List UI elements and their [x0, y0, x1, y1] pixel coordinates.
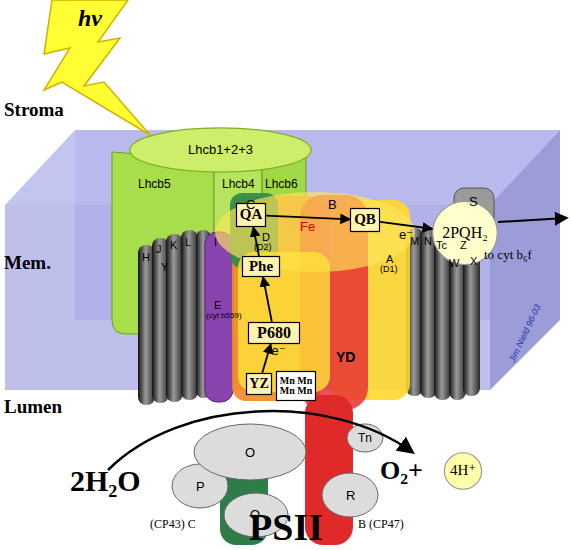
node-label: Mn Mn Mn Mn — [276, 376, 316, 397]
part-label: Lhcb6 — [265, 178, 298, 190]
node-shape — [243, 257, 280, 277]
part-label: A — [386, 254, 393, 265]
part-label: Lumen — [4, 397, 62, 416]
node-shape — [247, 374, 272, 395]
node-label: P680 — [257, 325, 291, 342]
edge-label: e⁻ — [271, 343, 285, 358]
part-label: X — [470, 256, 477, 267]
part-label: L — [185, 237, 191, 248]
part-label: Tc — [436, 240, 447, 251]
subunit-cylinder — [166, 234, 183, 402]
lumen-protein — [194, 424, 306, 480]
edge-label: e⁻ — [399, 227, 413, 242]
part-label: W — [449, 258, 459, 269]
diagram-title: PSII — [0, 508, 572, 546]
process-box: Phe — [242, 256, 280, 277]
subunit-cylinder — [181, 230, 198, 400]
electron-arrow — [498, 218, 566, 222]
part-label: E — [214, 300, 221, 311]
ellipse-node: 4H⁺ — [444, 452, 482, 490]
part-label: K — [170, 240, 177, 251]
process-box: Mn Mn Mn Mn — [276, 371, 316, 401]
part-label: B (CP47) — [358, 518, 404, 530]
ellipse-node: Lhcb1+2+3 — [128, 127, 313, 173]
node-label: Phe — [249, 259, 273, 275]
part-label: (CP43) C — [150, 518, 196, 530]
process-box: P680 — [248, 322, 300, 344]
part-label: YD — [336, 350, 355, 364]
part-label: Y — [161, 262, 168, 273]
part-label: I — [214, 237, 217, 248]
node-shape — [351, 209, 380, 232]
part-label: (D1) — [380, 265, 398, 274]
part-label: Stroma — [4, 100, 64, 119]
node-shape — [277, 372, 316, 401]
part-label: Z — [460, 240, 467, 251]
node-shape — [130, 128, 311, 172]
water-arrow — [108, 411, 412, 470]
part-label: Mem. — [4, 253, 51, 272]
node-label: Lhcb1+2+3 — [188, 143, 253, 157]
part-label: J — [156, 244, 162, 255]
part-label: N — [424, 236, 432, 247]
part-label: B — [328, 198, 337, 211]
part-label: R — [346, 489, 355, 502]
electron-transfer-arrow — [266, 216, 350, 220]
node-shape — [249, 323, 300, 344]
part-label: C — [246, 198, 255, 211]
part-label: Lhcb5 — [138, 178, 171, 190]
part-label: D — [262, 232, 270, 243]
part-label: O₂+ — [380, 458, 423, 484]
part-label: O — [245, 446, 255, 459]
part-label: (cyt b559) — [206, 312, 242, 320]
electron-transfer-arrow — [262, 344, 271, 373]
part-label: Tn — [358, 432, 372, 444]
node-shape — [444, 453, 481, 489]
electron-transfer-arrow — [253, 227, 259, 256]
node-label: QB — [354, 212, 376, 228]
part-label: hv — [78, 6, 102, 30]
part-label: P — [196, 480, 205, 493]
part-label: S — [469, 195, 478, 208]
node-label: 4H⁺ — [450, 463, 476, 479]
part-label: Lhcb4 — [222, 178, 255, 190]
electron-transfer-arrow — [263, 277, 272, 322]
part-label: Fe — [300, 220, 315, 233]
part-label: 2H₂O — [70, 466, 141, 496]
lumen-protein — [322, 473, 378, 517]
node-label: 2PQH₂ — [442, 225, 488, 242]
process-box: QB — [350, 208, 380, 232]
node-label: YZ — [249, 377, 268, 392]
part-label: to cyt b₆f — [484, 248, 532, 261]
part-label: H — [142, 252, 150, 263]
process-box: YZ — [246, 373, 272, 395]
part-label: M — [410, 236, 419, 247]
part-label: (D2) — [254, 243, 272, 252]
electron-transfer-arrow — [380, 222, 432, 229]
